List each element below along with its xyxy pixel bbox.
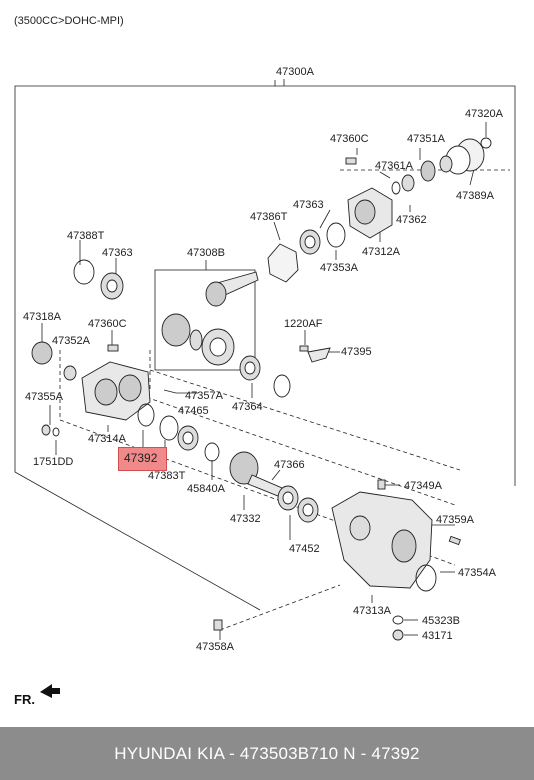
label-47363-left[interactable]: 47363 xyxy=(102,247,133,259)
part-oring-47364 xyxy=(273,374,291,398)
label-47465[interactable]: 47465 xyxy=(178,405,209,417)
part-47318A xyxy=(31,341,53,365)
engine-spec-header: (3500CC>DOHC-MPI) xyxy=(14,15,124,27)
label-47388T[interactable]: 47388T xyxy=(67,230,105,242)
part-47360C-top xyxy=(345,157,357,165)
label-43171[interactable]: 43171 xyxy=(422,630,453,642)
label-47362[interactable]: 47362 xyxy=(396,214,427,226)
part-45840A xyxy=(204,442,220,462)
label-47308B[interactable]: 47308B xyxy=(187,247,225,259)
highlight-box[interactable] xyxy=(118,447,167,471)
part-47383T xyxy=(159,415,179,441)
label-47452[interactable]: 47452 xyxy=(289,543,320,555)
part-1751DD xyxy=(52,427,60,437)
part-45323B xyxy=(392,615,404,625)
part-47392 xyxy=(137,403,155,427)
label-47320A[interactable]: 47320A xyxy=(465,108,503,120)
part-47353A xyxy=(326,222,346,248)
label-47363-top[interactable]: 47363 xyxy=(293,199,324,211)
part-47314A xyxy=(81,361,151,421)
footer-part-number: HYUNDAI KIA - 473503B710 N - 47392 xyxy=(114,743,420,763)
part-47332 xyxy=(229,451,283,497)
part-47320A xyxy=(480,137,492,149)
label-45323B[interactable]: 45323B xyxy=(422,615,460,627)
label-47312A[interactable]: 47312A xyxy=(362,246,400,258)
part-47308B xyxy=(161,271,259,366)
part-47349A xyxy=(377,479,386,490)
label-45840A[interactable]: 45840A xyxy=(187,483,225,495)
sub-assembly-box-47308B xyxy=(154,269,256,371)
part-47355A xyxy=(41,424,51,436)
label-47360C-left[interactable]: 47360C xyxy=(88,318,127,330)
part-47313A xyxy=(331,491,433,589)
part-47361A xyxy=(401,174,415,192)
part-47395 xyxy=(307,347,331,363)
label-47358A[interactable]: 47358A xyxy=(196,641,234,653)
label-47392-highlighted[interactable]: 47392 xyxy=(124,451,158,465)
part-47359A xyxy=(448,535,461,546)
part-47357A xyxy=(163,389,177,394)
label-47359A[interactable]: 47359A xyxy=(436,514,474,526)
part-47358A xyxy=(213,619,223,631)
part-47386T xyxy=(267,243,299,283)
assembly-frame xyxy=(14,80,276,611)
part-47351A xyxy=(420,160,436,182)
label-47354A[interactable]: 47354A xyxy=(458,567,496,579)
label-47383T[interactable]: 47383T xyxy=(148,470,186,482)
label-47351A[interactable]: 47351A xyxy=(407,133,445,145)
label-47353A[interactable]: 47353A xyxy=(320,262,358,274)
direction-label: FR. xyxy=(14,692,35,707)
label-47332[interactable]: 47332 xyxy=(230,513,261,525)
label-47357A[interactable]: 47357A xyxy=(185,390,223,402)
label-47364[interactable]: 47364 xyxy=(232,401,263,413)
part-47354A xyxy=(415,564,437,592)
part-43171 xyxy=(392,629,404,641)
part-47388T xyxy=(73,259,95,285)
label-1751DD[interactable]: 1751DD xyxy=(33,456,74,468)
label-47361A[interactable]: 47361A xyxy=(375,160,413,172)
label-47313A[interactable]: 47313A xyxy=(353,605,391,617)
label-47314A[interactable]: 47314A xyxy=(88,433,126,445)
label-47386T[interactable]: 47386T xyxy=(250,211,288,223)
part-47352A xyxy=(63,365,77,381)
fr-arrow-icon xyxy=(40,684,60,698)
label-47300A[interactable]: 47300A xyxy=(276,66,314,78)
part-47389A xyxy=(439,138,485,175)
part-47360C-left xyxy=(107,344,119,352)
label-47395[interactable]: 47395 xyxy=(341,346,372,358)
label-47352A[interactable]: 47352A xyxy=(52,335,90,347)
label-47389A[interactable]: 47389A xyxy=(456,190,494,202)
label-1220AF[interactable]: 1220AF xyxy=(284,318,323,330)
label-47349A[interactable]: 47349A xyxy=(404,480,442,492)
part-47312A xyxy=(347,187,393,239)
label-47318A[interactable]: 47318A xyxy=(23,311,61,323)
label-47366[interactable]: 47366 xyxy=(274,459,305,471)
label-47355A[interactable]: 47355A xyxy=(25,391,63,403)
label-47360C-top[interactable]: 47360C xyxy=(330,133,369,145)
part-1220AF xyxy=(299,345,309,352)
footer-bar: HYUNDAI KIA - 473503B710 N - 47392 xyxy=(0,727,534,780)
